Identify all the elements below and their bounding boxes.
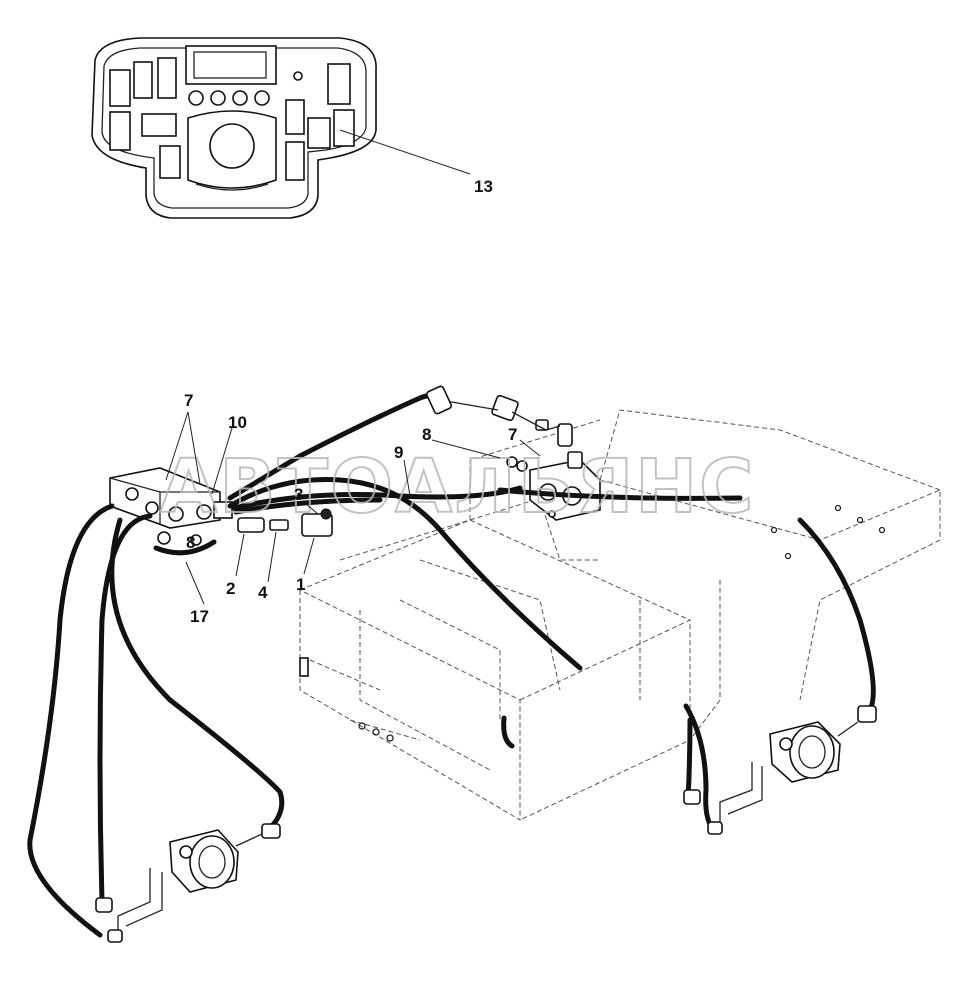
valve-block xyxy=(109,467,233,556)
callout-13: 13 xyxy=(474,177,493,196)
watermark-text: АВТОАЛЬЯНС xyxy=(160,444,755,530)
control-panel xyxy=(91,37,377,219)
callout-1: 1 xyxy=(296,575,305,594)
callout-8-left: 8 xyxy=(186,533,195,552)
callout-7-left: 7 xyxy=(184,391,193,410)
callout-2: 2 xyxy=(226,579,235,598)
pump-left xyxy=(95,823,281,943)
inline-fittings xyxy=(237,508,333,537)
callout-10: 10 xyxy=(228,413,247,432)
callout-labels: 13 7 10 8 7 9 3 8 2 4 1 17 xyxy=(184,177,517,626)
center-valve-unit xyxy=(491,394,601,521)
leader-lines xyxy=(165,129,541,605)
callout-17: 17 xyxy=(190,607,209,626)
callout-3: 3 xyxy=(294,485,303,504)
callout-9: 9 xyxy=(394,443,403,462)
callout-7-right: 7 xyxy=(508,425,517,444)
chassis-frame xyxy=(299,409,941,821)
pump-right xyxy=(683,705,877,835)
hydraulic-hoses xyxy=(27,385,876,938)
callout-4: 4 xyxy=(258,583,268,602)
callout-8-right: 8 xyxy=(422,425,431,444)
